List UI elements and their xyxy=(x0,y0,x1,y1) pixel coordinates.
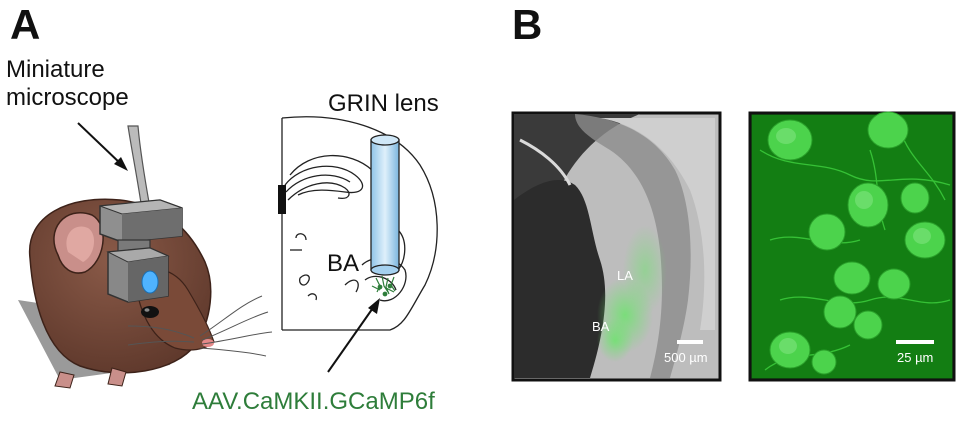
fluorescence-image xyxy=(748,111,956,382)
virus-label: AAV.CaMKII.GCaMP6f xyxy=(192,388,435,415)
microscope-label-line1: Miniature xyxy=(6,56,105,83)
scale-bar-500 xyxy=(677,340,703,344)
microscope-label: Miniature microscope xyxy=(6,56,129,111)
ba-label-diagram: BA xyxy=(327,250,360,277)
brightfield-image xyxy=(511,111,722,382)
scale-label-25: 25 µm xyxy=(897,350,934,365)
la-label: LA xyxy=(617,268,633,283)
panel-a-letter: A xyxy=(10,1,41,48)
grin-lens-label: GRIN lens xyxy=(328,90,439,117)
microscope-arrow xyxy=(77,122,128,171)
brain-midline-mark xyxy=(278,185,286,214)
scale-label-500: 500 µm xyxy=(664,350,708,365)
miniature-microscope-illustration xyxy=(99,125,183,303)
scale-bar-25 xyxy=(896,340,934,344)
virus-arrow xyxy=(327,298,380,373)
panel-b-letter: B xyxy=(512,1,543,48)
ba-label-image: BA xyxy=(592,319,610,334)
gcamp-neurons-illustration xyxy=(371,275,396,297)
grin-lens-illustration xyxy=(370,134,400,276)
microscope-label-line2: microscope xyxy=(6,83,129,111)
brain-section-diagram xyxy=(281,116,438,331)
